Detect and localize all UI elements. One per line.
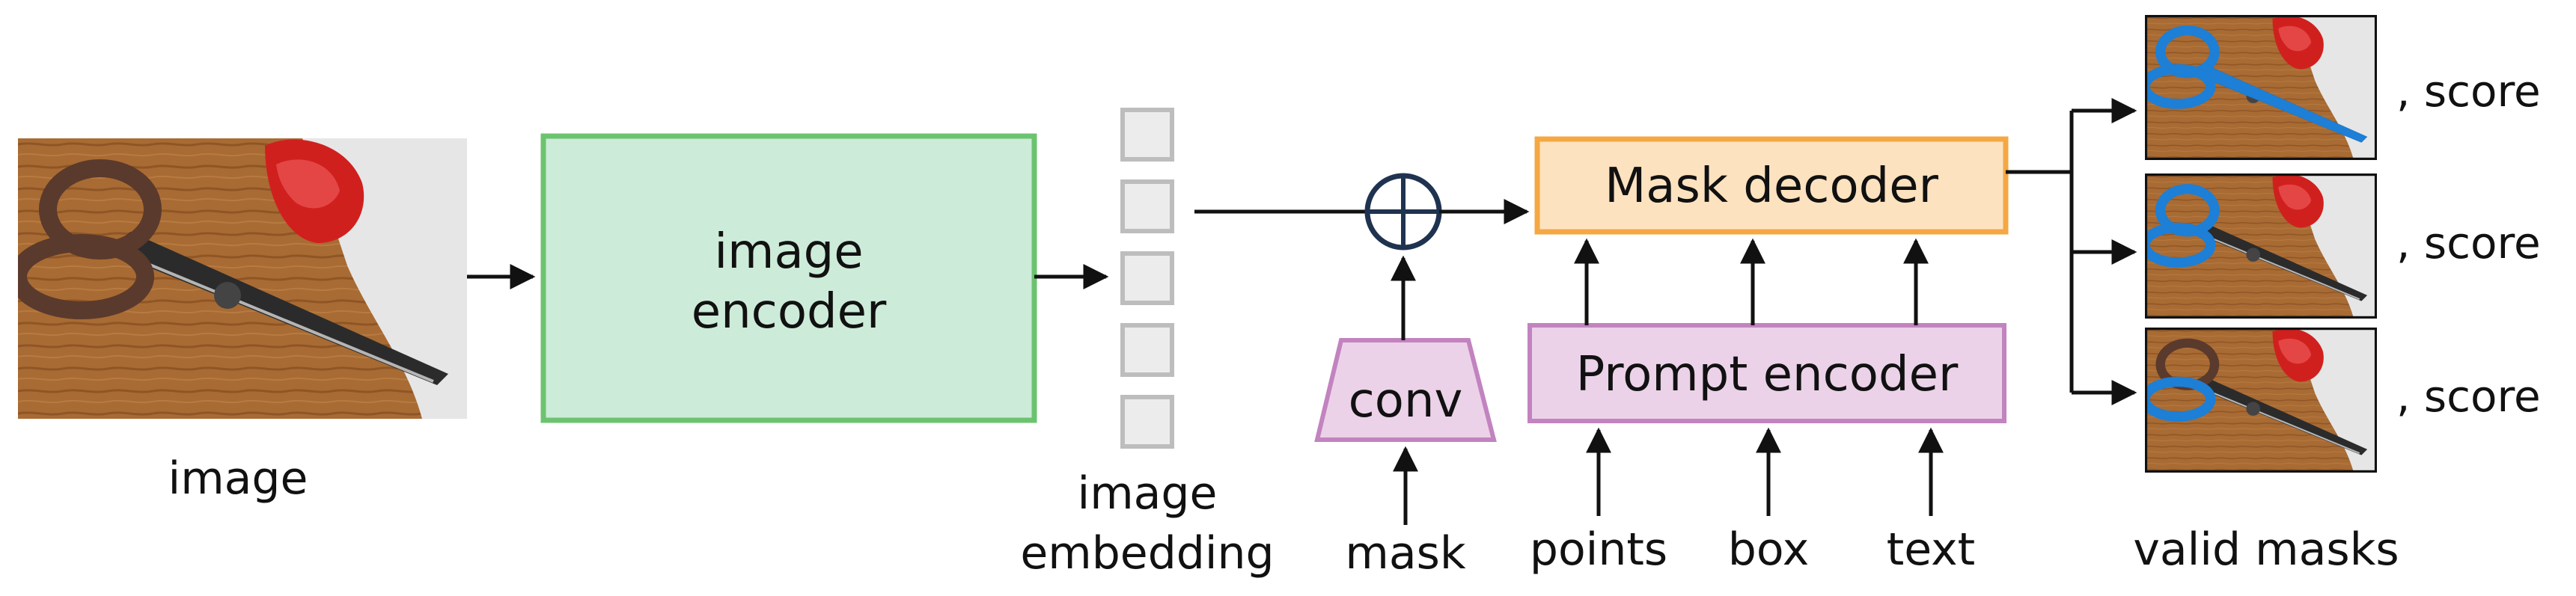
score-label-1: , score: [2396, 66, 2541, 117]
output-mask-2: [2145, 173, 2377, 319]
image-encoder-label-line1: image: [714, 224, 863, 280]
embedding-token: [1120, 323, 1174, 377]
prompt-input-points: points: [1530, 523, 1667, 576]
image-embedding-label-line1: image: [1078, 467, 1218, 520]
input-image-label: image: [168, 452, 308, 505]
output-mask-1: [2145, 15, 2377, 160]
embedding-token: [1120, 108, 1174, 162]
mask-decoder-box: [1534, 136, 2009, 235]
score-label-3: , score: [2396, 371, 2541, 422]
decoder-output-connector: [2006, 98, 2137, 405]
embedding-token: [1120, 395, 1174, 449]
input-image: [18, 138, 467, 419]
output-mask-3: [2145, 328, 2377, 473]
image-encoder-label-line2: encoder: [692, 284, 887, 340]
valid-masks-label: valid masks: [2133, 523, 2399, 576]
mask-input-label: mask: [1345, 527, 1465, 580]
embedding-token: [1120, 251, 1174, 305]
conv-block: [1314, 338, 1497, 442]
prompt-encoder-label: Prompt encoder: [1576, 347, 1959, 402]
embedding-token: [1120, 179, 1174, 233]
conv-label: conv: [1349, 373, 1463, 428]
prompt-input-text: text: [1887, 523, 1975, 576]
score-label-2: , score: [2396, 218, 2541, 268]
prompt-encoder-box: [1527, 323, 2006, 423]
image-embedding-stack: [1120, 108, 1174, 449]
mask-decoder-label: Mask decoder: [1605, 159, 1939, 214]
prompt-input-box: box: [1728, 523, 1809, 576]
image-embedding-label-line2: embedding: [1020, 527, 1274, 580]
plus-icon: [1364, 173, 1442, 251]
